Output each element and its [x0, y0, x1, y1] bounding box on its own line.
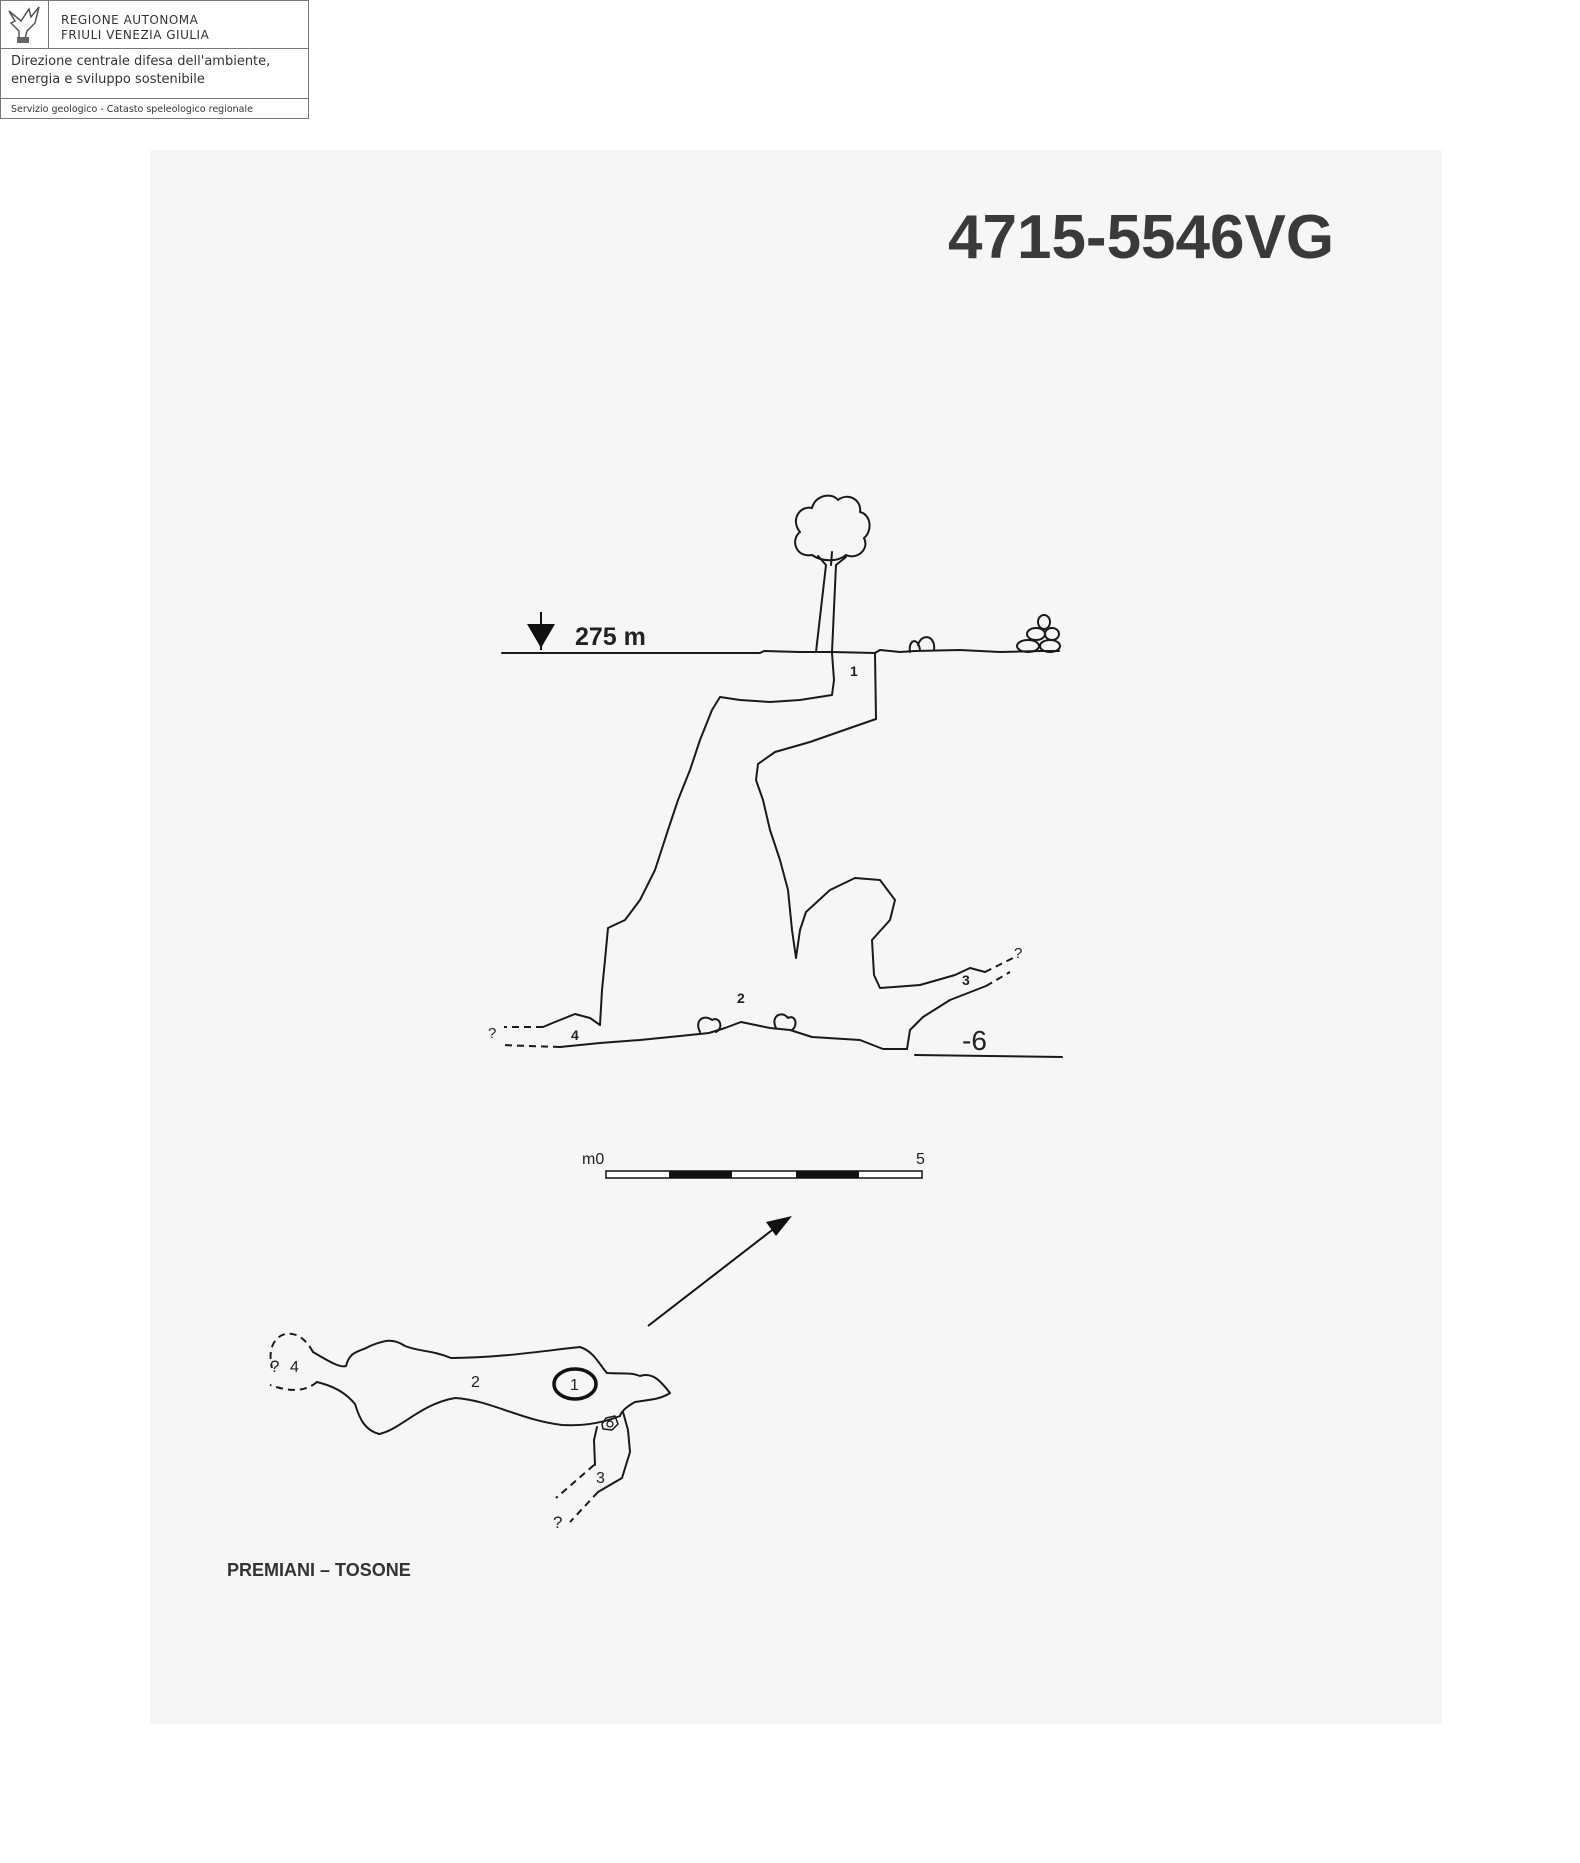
scale-start-label: m0 — [582, 1151, 604, 1168]
entrance-shaft — [552, 1367, 598, 1401]
cave-wall-right — [755, 652, 986, 989]
plan-question-mark: ? — [553, 1513, 562, 1532]
depth-label: -6 — [962, 1025, 987, 1056]
department-line1: Direzione centrale difesa dell'ambiente, — [11, 54, 271, 69]
cave-section: 275 m -6 1 2 3 4 ? ? — [488, 494, 1063, 1058]
cave-floor — [542, 1013, 908, 1050]
tree-icon — [794, 494, 871, 653]
elevation-marker-icon — [527, 612, 555, 650]
section-label-2: 2 — [737, 990, 745, 1006]
divider — [1, 98, 308, 99]
cave-wall-left — [599, 652, 835, 1026]
cave-outline — [312, 1339, 671, 1435]
service-name: Servizio geologico - Catasto speleologic… — [11, 104, 253, 115]
section-label-3: 3 — [962, 972, 970, 988]
org-name-line2: FRIULI VENEZIA GIULIA — [61, 28, 210, 42]
cave-wall-branch — [906, 985, 987, 1050]
plan-question-mark: ? — [270, 1357, 279, 1376]
plan-label-1: 1 — [570, 1377, 579, 1394]
institution-header: REGIONE AUTONOMA FRIULI VENEZIA GIULIA D… — [0, 0, 309, 119]
divider — [1, 48, 308, 49]
unexplored-passage — [555, 1464, 599, 1523]
boulders-icon — [908, 614, 1061, 653]
section-question-mark: ? — [1014, 945, 1022, 962]
spiral-shaft-icon — [601, 1415, 619, 1431]
unexplored-passage — [984, 957, 1014, 973]
unexplored-passage — [499, 1026, 561, 1048]
plan-label-3: 3 — [596, 1470, 605, 1487]
scale-bar: m0 5 — [582, 1151, 925, 1179]
cave-number: 4715-5546VG — [948, 203, 1334, 272]
section-label-4: 4 — [571, 1027, 579, 1043]
entrance-elevation: 275 m — [575, 623, 646, 651]
survey-sheet — [150, 150, 1442, 1724]
plan-label-4: 4 — [290, 1359, 299, 1376]
ground-surface-line — [501, 649, 1060, 654]
scale-end-label: 5 — [916, 1151, 925, 1168]
cave-plan: 1 2 3 4 ? ? — [269, 1332, 671, 1532]
depth-line — [914, 1054, 1063, 1058]
cave-name: PREMIANI – TOSONE — [227, 1560, 411, 1580]
plan-label-2: 2 — [471, 1374, 480, 1391]
section-label-1: 1 — [850, 663, 858, 679]
unexplored-passage — [269, 1332, 318, 1391]
department-line2: energia e sviluppo sostenibile — [11, 72, 205, 87]
org-name-line1: REGIONE AUTONOMA — [61, 13, 199, 27]
north-arrow-icon — [647, 1216, 792, 1327]
unexplored-passage — [985, 971, 1011, 987]
boulders-icon — [697, 1013, 797, 1033]
side-passage — [593, 1411, 631, 1493]
eagle-logo-icon — [1, 1, 49, 48]
section-question-mark: ? — [488, 1025, 496, 1042]
